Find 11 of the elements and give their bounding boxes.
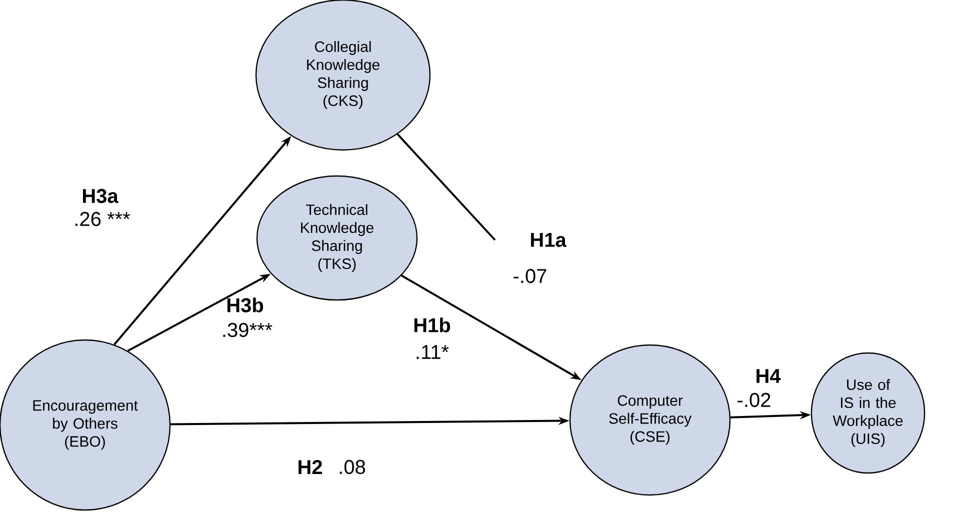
coefficient-label: H4 — [756, 369, 781, 383]
coefficient-label: H1b — [414, 318, 450, 332]
coefficient-label: H2 — [298, 460, 322, 474]
coefficient-label: H3a — [83, 188, 118, 204]
coefficient-label: .26 *** — [75, 212, 130, 226]
coefficient-label: H1a — [531, 233, 566, 247]
coefficient-label: -.07 — [514, 268, 546, 284]
coefficient-label: .39*** — [223, 322, 272, 338]
coefficient-label: -.02 — [738, 392, 770, 408]
coefficient-label: .08 — [340, 460, 366, 474]
coefficient-label: .11* — [416, 345, 449, 359]
